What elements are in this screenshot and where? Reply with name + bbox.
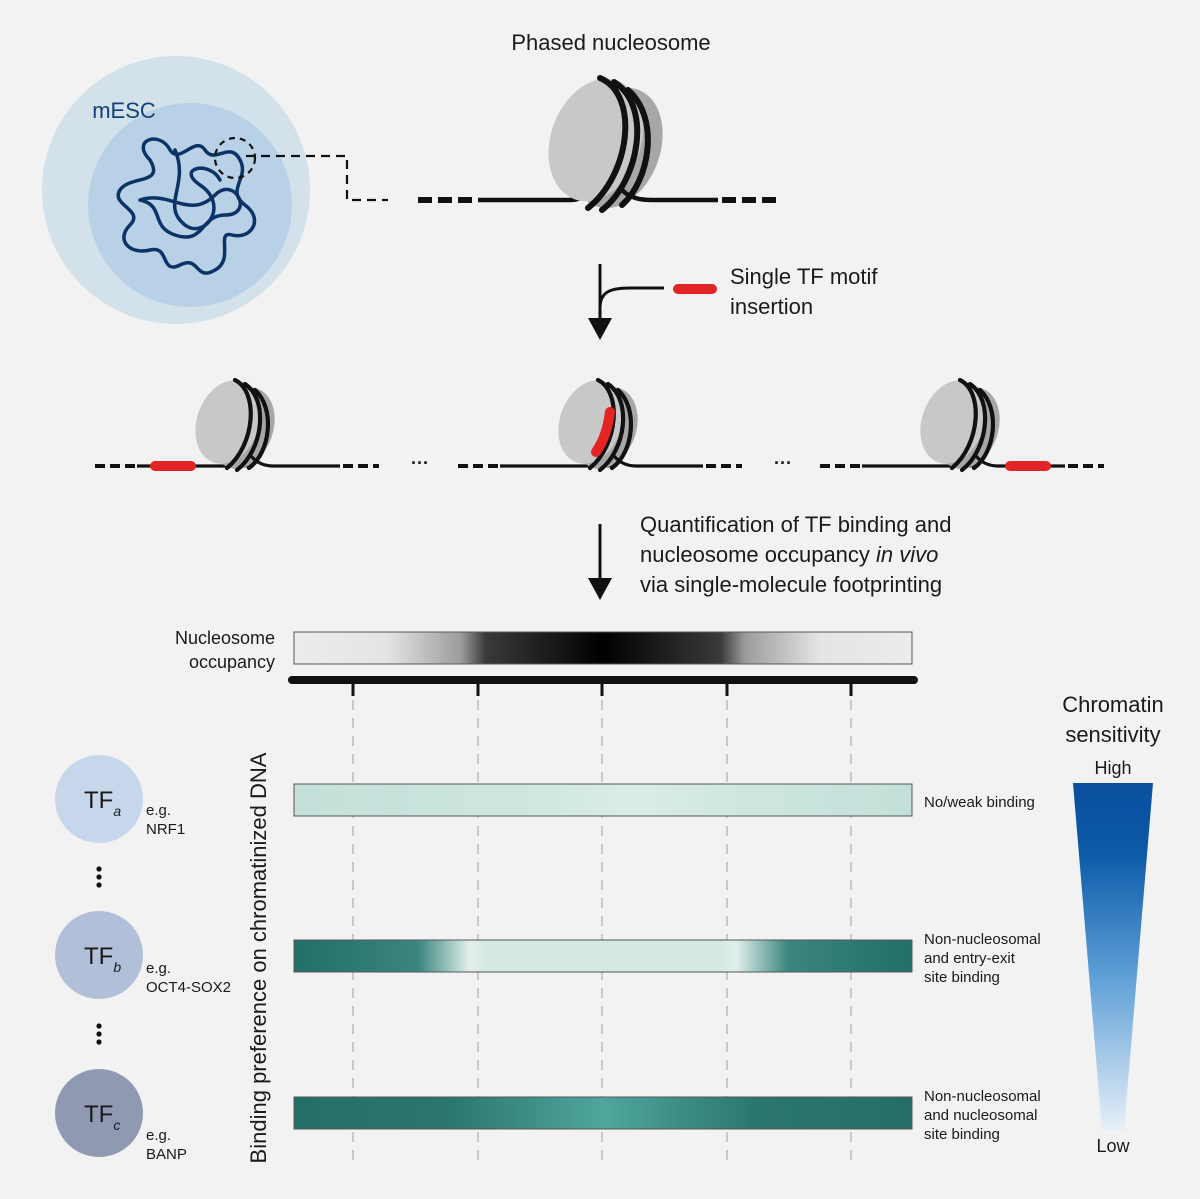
dna-wrap-2 — [234, 381, 263, 473]
tf-a: TFa e.g. NRF1 — [55, 755, 185, 843]
tf-a-circle — [55, 755, 143, 843]
nucleosome-variant-3 — [820, 377, 1104, 473]
variants-ellipsis-2: ··· — [774, 453, 792, 473]
step2-line1: Quantification of TF binding and — [640, 512, 951, 537]
step1-line2: insertion — [730, 294, 813, 319]
tf-b-name: OCT4-SOX2 — [146, 979, 231, 996]
dna-wrap-2 — [959, 381, 988, 473]
vertical-ellipsis-1 — [96, 866, 102, 888]
vertical-ellipsis-2 — [96, 1023, 102, 1045]
row-b-desc-1: Non-nucleosomal — [924, 931, 1041, 948]
tf-b: TFb e.g. OCT4-SOX2 — [55, 911, 231, 999]
tf-a-label: TFa — [84, 787, 121, 819]
step1-line1: Single TF motif — [730, 264, 878, 289]
occupancy-bar — [293, 631, 913, 665]
sensitivity-wedge — [1073, 783, 1153, 1130]
tf-c-circle — [55, 1069, 143, 1157]
cell-label: mESC — [92, 98, 156, 123]
dna-wrap-2 — [599, 79, 641, 213]
row-b-desc-2: and entry-exit — [924, 950, 1016, 967]
nucleosome-variants — [95, 377, 1104, 473]
sensitivity-title-line1: Chromatin — [1062, 692, 1163, 717]
row-c-desc-3: site binding — [924, 1126, 1000, 1143]
binding-bar-b — [293, 939, 913, 973]
dna-wrap-1 — [585, 75, 629, 211]
occupancy-label-line1: Nucleosome — [175, 628, 275, 648]
zoom-circle — [213, 136, 257, 180]
dna-wrap-3 — [971, 387, 995, 471]
tf-b-eg: e.g. — [146, 960, 171, 977]
tf-c-eg: e.g. — [146, 1127, 171, 1144]
insertion-arrow — [588, 264, 717, 340]
big-nucleosome — [418, 75, 782, 213]
histone-core — [548, 78, 644, 202]
dna-linker-right — [974, 454, 1065, 468]
zoom-connector — [246, 154, 388, 202]
step2-line2-italic: in vivo — [876, 542, 938, 567]
dna-wrap-2 — [597, 381, 626, 473]
binding-bar-a — [293, 783, 913, 817]
sensitivity-low-label: Low — [1096, 1136, 1130, 1156]
tf-c: TFc e.g. BANP — [55, 1069, 187, 1163]
nucleosome-variant-1 — [95, 377, 379, 473]
tf-b-circle — [55, 911, 143, 999]
tf-c-label: TFc — [84, 1101, 120, 1133]
dna-linker-right — [612, 454, 703, 468]
tf-a-name: NRF1 — [146, 821, 185, 838]
phased-nucleosome-title: Phased nucleosome — [511, 30, 710, 55]
mesc-cell: mESC — [42, 56, 310, 324]
binding-preference-axis-label: Binding preference on chromatinized DNA — [246, 752, 271, 1163]
tf-c-sub: c — [113, 1117, 120, 1133]
sensitivity-high-label: High — [1094, 758, 1131, 778]
dna-linker-right — [620, 188, 718, 203]
row-c-desc-1: Non-nucleosomal — [924, 1088, 1041, 1105]
nucleosome-variant-2 — [458, 377, 742, 473]
quantification-arrow — [588, 524, 612, 600]
step2-line2-prefix: nucleosome occupancy — [640, 542, 876, 567]
tf-a-letter: TF — [84, 787, 113, 814]
dna-wrap-1 — [949, 377, 978, 471]
variants-ellipsis-1: ··· — [411, 453, 429, 473]
tf-b-label: TFb — [84, 943, 121, 975]
dna-linker-right — [249, 454, 340, 468]
binding-bar-c — [293, 1096, 913, 1130]
step2-line3: via single-molecule footprinting — [640, 572, 942, 597]
row-a-desc-1: No/weak binding — [924, 794, 1035, 811]
occupancy-label-line2: occupancy — [189, 652, 275, 672]
sensitivity-title-line2: sensitivity — [1065, 722, 1160, 747]
step2-line2: nucleosome occupancy in vivo — [640, 542, 938, 567]
row-b-desc-3: site binding — [924, 969, 1000, 986]
tf-motif — [591, 407, 615, 457]
chromatin-fiber — [116, 137, 257, 275]
tf-b-sub: b — [113, 959, 121, 975]
dna-wrap-1 — [224, 377, 253, 471]
tf-a-sub: a — [113, 803, 121, 819]
row-c-desc-2: and nucleosomal — [924, 1107, 1037, 1124]
tf-c-letter: TF — [84, 1101, 113, 1128]
tf-b-letter: TF — [84, 943, 113, 970]
tf-a-eg: e.g. — [146, 802, 171, 819]
dna-wrap-3 — [609, 387, 633, 471]
tf-c-name: BANP — [146, 1146, 187, 1163]
dna-wrap-3 — [246, 387, 270, 471]
position-ticks — [351, 680, 853, 1160]
